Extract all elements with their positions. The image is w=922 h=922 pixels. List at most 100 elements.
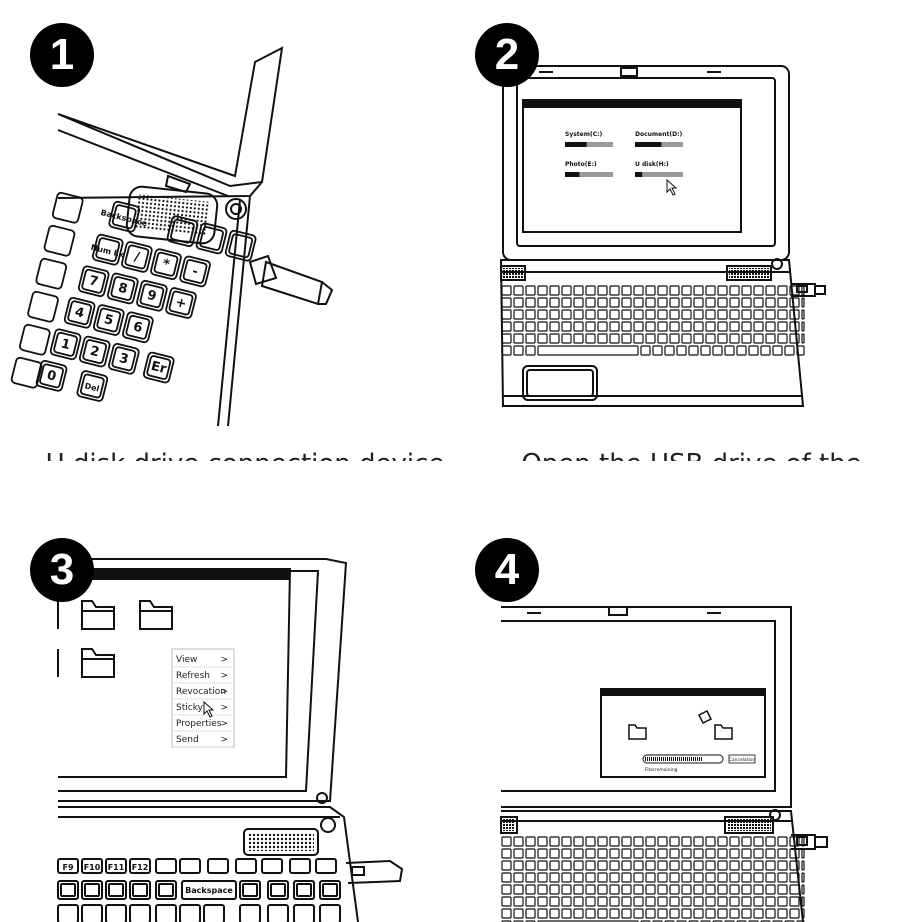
key [748,345,759,356]
key [736,345,747,356]
key [513,896,524,907]
key [239,880,261,900]
key [609,860,620,871]
key [609,884,620,895]
key [789,872,800,883]
key [717,285,728,296]
key [777,309,788,320]
key [501,333,512,344]
key [633,321,644,332]
key [741,309,752,320]
key [525,860,536,871]
key [585,860,596,871]
key [537,860,548,871]
key [681,285,692,296]
key [645,860,656,871]
key [621,908,632,919]
key [501,285,512,296]
key [729,836,740,847]
copy-status-text: Fiterremaining [645,767,678,773]
key [501,848,512,859]
key [621,285,632,296]
key-label: Er [149,359,168,377]
key [585,884,596,895]
key [705,297,716,308]
drive-label: U disk(H:) [635,161,669,168]
key [669,333,680,344]
drive-usage-fill [635,142,662,147]
key [717,908,728,919]
key-label: 0 [45,368,57,385]
key [207,858,229,874]
key [155,858,177,874]
key-label: 6 [132,319,144,336]
key [784,920,795,922]
key [633,836,644,847]
key [705,848,716,859]
key [669,896,680,907]
key [549,285,560,296]
key [561,297,572,308]
key [741,848,752,859]
key [573,285,584,296]
key [640,920,651,922]
key-label: Num Lk [90,243,126,260]
key [293,904,315,922]
key [537,896,548,907]
key [525,345,536,356]
key [765,884,776,895]
key [319,880,341,900]
key [676,920,687,922]
key [777,848,788,859]
copy-progress-fill [645,757,702,761]
key [501,297,512,308]
key [765,321,776,332]
key [789,333,800,344]
key [513,872,524,883]
key [597,860,608,871]
key [688,920,699,922]
key [717,860,728,871]
key-label: 9 [146,288,158,305]
key [753,285,764,296]
key [729,285,740,296]
key [549,848,560,859]
key [801,896,805,907]
key [712,920,723,922]
key [609,309,620,320]
key [688,345,699,356]
key [669,848,680,859]
key [729,848,740,859]
key [513,848,524,859]
context-menu-item: Properties [176,719,222,729]
key [35,257,68,290]
key [561,848,572,859]
key [729,872,740,883]
key [801,297,805,308]
key-label: F11 [108,863,125,872]
cursor-icon [666,178,678,196]
step-1-panel: 1 [0,0,461,461]
key [669,297,680,308]
key-label: 8 [116,281,128,298]
key [585,297,596,308]
key [765,848,776,859]
key [501,908,512,919]
key [705,836,716,847]
key [676,345,687,356]
step-4-panel: 4 [461,461,922,922]
key [76,370,109,402]
key [315,858,337,874]
key [561,896,572,907]
key [789,836,800,847]
key [777,285,788,296]
copy-progress-bar [642,754,724,764]
target-folder-icon [714,724,733,740]
key [573,297,584,308]
key [633,908,644,919]
key [35,360,68,392]
key [681,309,692,320]
key [753,872,764,883]
key [57,904,79,922]
